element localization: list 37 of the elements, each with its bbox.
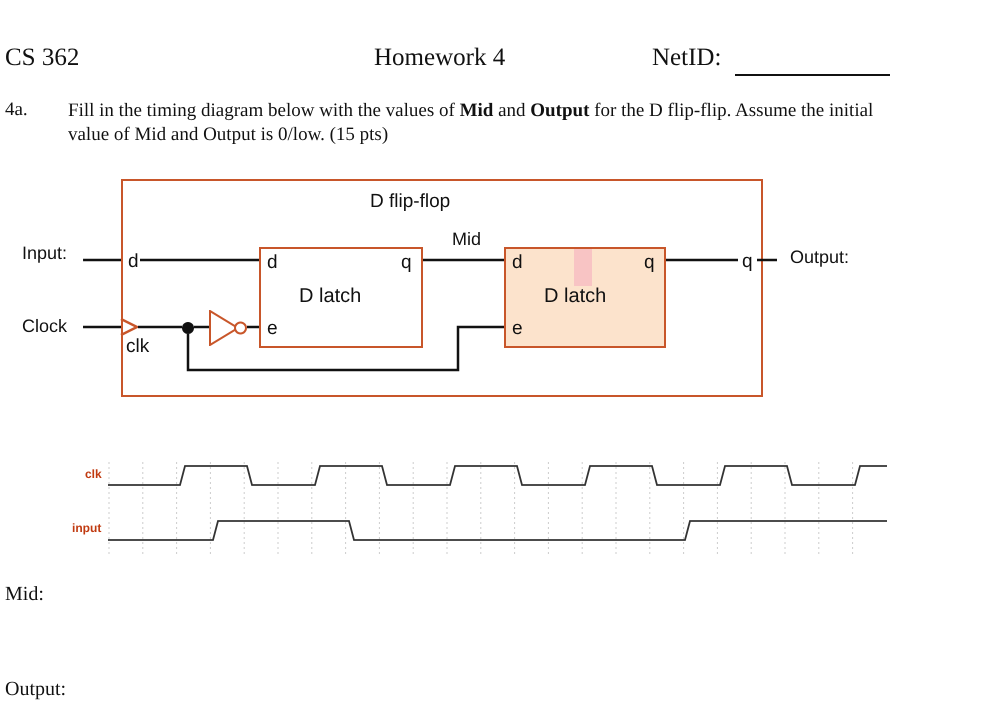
component-name: D latch (544, 285, 606, 308)
pin-label: q (742, 251, 753, 273)
wire (83, 258, 121, 262)
clock-label: Clock (22, 316, 68, 337)
pin-label: q (401, 252, 412, 274)
course-code: CS 362 (5, 44, 80, 72)
pin-label: d (267, 252, 278, 274)
wire (757, 258, 777, 262)
field-label: NetID: (652, 44, 722, 72)
pin-label: clk (126, 336, 150, 358)
wire (194, 326, 209, 328)
latch-box (504, 247, 666, 348)
wire (666, 258, 738, 262)
answer-row-label: Output: (5, 678, 66, 701)
pin-label: e (512, 318, 523, 340)
signal-name: clk (85, 467, 102, 481)
latch-box (259, 247, 423, 348)
question-number: 4a. (5, 99, 28, 121)
wire (247, 326, 259, 328)
input-label: Input: (22, 243, 68, 264)
question-text: Fill in the timing diagram below with the values of Mid and Output for the D flip-flip. Assume the initial value of Mid and Output is 0/low. (15 pts) (68, 99, 874, 147)
pin-label: e (267, 318, 278, 340)
wire (140, 258, 259, 262)
pin-label: d (128, 251, 139, 273)
wire (423, 258, 504, 262)
wire (186, 326, 504, 372)
component-name: D latch (299, 285, 362, 308)
flip-flop-box (121, 179, 763, 397)
answer-row-label: Mid: (5, 583, 44, 606)
pin-label: d (512, 252, 523, 274)
pin-label: q (644, 252, 655, 274)
component-title: D flip-flop (370, 191, 450, 213)
signal-name: input (72, 521, 102, 535)
page-heading: Homework 4 (374, 44, 506, 72)
output-label: Output: (790, 247, 850, 268)
wire (138, 326, 182, 328)
wire (83, 318, 138, 336)
